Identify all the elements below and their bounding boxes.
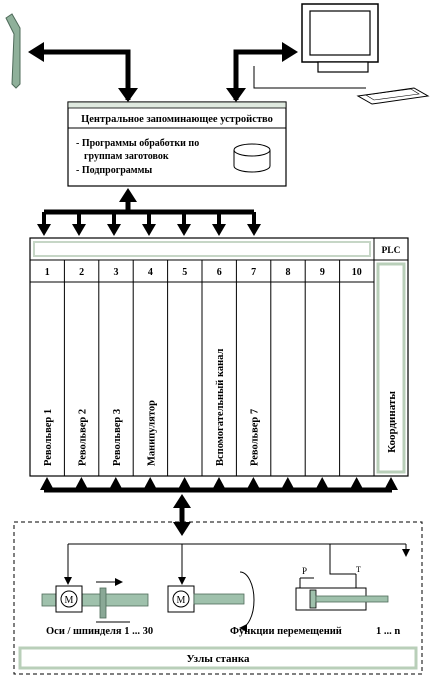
- bus-arrow: [384, 477, 398, 490]
- bus-arrow: [315, 477, 330, 490]
- keyboard-cable: [253, 66, 366, 89]
- coordinates-label: Координаты: [386, 391, 398, 453]
- bus-arrow: [247, 224, 261, 236]
- machine-units: M M P T Оси / шпинделя 1 ... 30 Функци: [13, 521, 423, 675]
- axes-label: Оси / шпинделя 1 ... 30: [46, 626, 153, 637]
- channel-label: Вспомогательный канал: [215, 349, 226, 466]
- motor-symbol-2: M: [177, 595, 186, 606]
- bus-arrow: [349, 477, 364, 490]
- cylinder-label-t: T: [356, 565, 361, 574]
- bus-arrow: [108, 477, 123, 490]
- central-memory: Центральное запоминающее устройство - Пр…: [67, 101, 287, 187]
- bus-arrow: [74, 477, 89, 490]
- channel-number: 7: [251, 267, 256, 278]
- bus-arrow: [177, 477, 192, 490]
- channel-number: 3: [114, 267, 119, 278]
- channel-label: Револьвер 3: [112, 409, 123, 466]
- motor-symbol-1: M: [65, 595, 74, 606]
- channel-label: Револьвер 7: [250, 409, 261, 466]
- keyboard-icon: [356, 87, 430, 105]
- bus-arrow: [212, 224, 226, 236]
- hydraulic-cylinder-unit: P T: [295, 565, 389, 611]
- bus-memory-to-monitor: [226, 42, 298, 102]
- bus-arrow: [40, 477, 54, 490]
- plc-label: PLC: [382, 246, 401, 256]
- channel-number: 1: [45, 267, 50, 278]
- channel-number: 5: [182, 267, 187, 278]
- memory-line-3: - Подпрограммы: [76, 165, 152, 176]
- channel-number: 4: [148, 267, 153, 278]
- channel-number: 9: [320, 267, 325, 278]
- axis-motor-unit: M: [41, 578, 149, 623]
- bus-arrow: [142, 224, 156, 236]
- bus-arrow: [212, 477, 226, 490]
- bus-arrow: [177, 224, 191, 236]
- spindle-motor-unit: M: [167, 571, 255, 632]
- bus-arrow: [107, 224, 121, 236]
- machine-footer: Узлы станка: [186, 653, 250, 665]
- channel-label: Револьвер 2: [78, 409, 89, 466]
- channel-label: Манипулятор: [146, 400, 157, 466]
- monitor-icon: [301, 3, 379, 73]
- channel-number: 2: [79, 267, 84, 278]
- memory-line-2: группам заготовок: [84, 151, 169, 162]
- machine-bus: [40, 477, 398, 536]
- tool-icon: [5, 13, 21, 89]
- functions-range: 1 ... n: [376, 626, 400, 637]
- disk-storage-icon: [233, 143, 271, 173]
- channel-number: 8: [286, 267, 291, 278]
- bus-arrow: [72, 224, 86, 236]
- channel-distribution-bus: [37, 188, 261, 236]
- bus-arrow: [280, 477, 295, 490]
- channel-number: 10: [352, 267, 362, 278]
- bus-arrow: [37, 224, 51, 236]
- memory-line-1: - Программы обработки по: [76, 138, 199, 149]
- bus-memory-to-tool: [28, 42, 138, 102]
- channel-label: Револьвер 1: [43, 409, 54, 466]
- bus-arrow: [246, 477, 261, 490]
- memory-title: Центральное запоминающее устройство: [81, 114, 273, 125]
- channel-number: 6: [217, 267, 222, 278]
- functions-label: Функции перемещений: [230, 626, 342, 637]
- bus-arrow: [143, 477, 158, 490]
- cylinder-label-p: P: [302, 566, 307, 576]
